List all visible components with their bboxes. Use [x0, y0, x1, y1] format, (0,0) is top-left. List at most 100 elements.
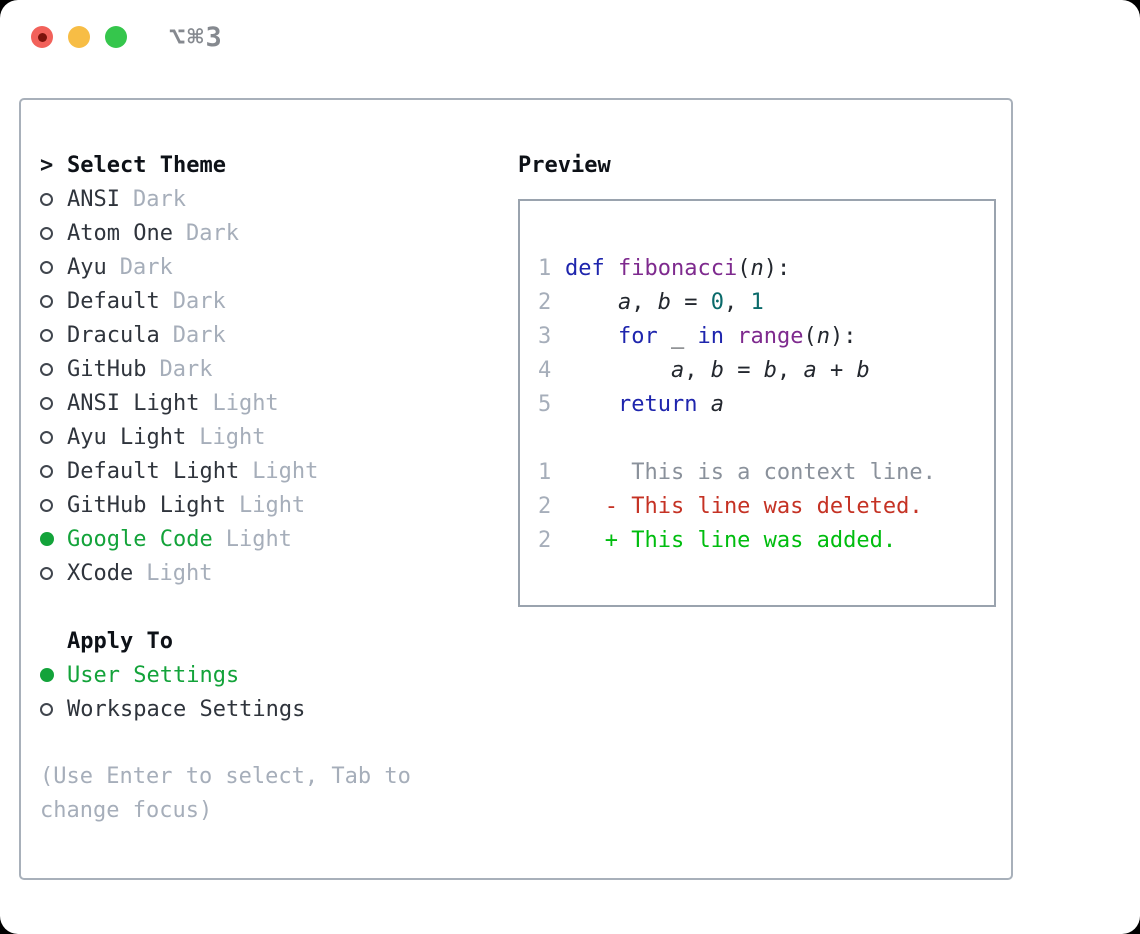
- code-token: (: [803, 323, 817, 349]
- line-number: 4: [538, 357, 552, 383]
- code-token: a: [670, 357, 685, 383]
- diff-preview: 1 This is a context line. 2 - This line w…: [538, 455, 994, 557]
- radio-marker: [40, 566, 67, 580]
- theme-option[interactable]: Ayu Dark: [40, 250, 510, 284]
- code-token: in: [697, 323, 724, 349]
- diff-line-deleted: 2 - This line was deleted.: [538, 489, 994, 523]
- theme-variant-tag: Light: [238, 492, 306, 518]
- radio-marker: [40, 362, 67, 376]
- code-token: [658, 324, 671, 349]
- apply-to-option[interactable]: User Settings: [40, 658, 510, 692]
- theme-variant-tag: Light: [252, 458, 319, 484]
- radio-marker: [40, 430, 67, 444]
- preview-header-row: Preview: [510, 148, 1011, 182]
- line-number: 2: [538, 527, 552, 553]
- theme-name: ANSI: [67, 186, 120, 212]
- theme-name: Atom One: [67, 220, 173, 246]
- radio-selected-icon: [40, 668, 54, 682]
- apply-to-option[interactable]: Workspace Settings: [40, 692, 510, 726]
- radio-marker: [40, 702, 67, 716]
- radio-unselected-icon: [40, 362, 53, 376]
- theme-option[interactable]: Atom One Dark: [40, 216, 510, 250]
- traffic-lights: [0, 26, 127, 48]
- code-token: a: [617, 289, 632, 315]
- maximize-button[interactable]: [105, 26, 127, 48]
- theme-variant-tag: Light: [199, 424, 266, 450]
- theme-name: Ayu: [67, 254, 107, 280]
- theme-variant-tag: Dark: [185, 220, 239, 246]
- line-number: 2: [538, 493, 552, 519]
- diff-text: This is a context line.: [565, 459, 936, 485]
- code-token: (: [737, 255, 751, 281]
- theme-name: ANSI Light: [67, 390, 200, 416]
- theme-name: Dracula: [67, 322, 160, 348]
- diff-line-added: 2 + This line was added.: [538, 523, 994, 557]
- code-token: [565, 392, 618, 417]
- code-token: +: [816, 357, 857, 383]
- code-token: a: [803, 357, 817, 383]
- apply-to-header-row: Apply To: [40, 624, 510, 658]
- code-token: [565, 324, 618, 349]
- radio-unselected-icon: [40, 566, 53, 580]
- spacer: [538, 421, 994, 455]
- code-token: [565, 358, 671, 383]
- code-line: 5 return a: [538, 387, 994, 421]
- radio-unselected-icon: [40, 260, 53, 274]
- code-token: =: [723, 357, 764, 383]
- apply-to-label: Workspace Settings: [67, 696, 306, 722]
- radio-marker: [40, 532, 67, 546]
- code-token: n: [816, 323, 830, 349]
- minimize-button[interactable]: [68, 26, 90, 48]
- theme-variant-tag: Dark: [119, 254, 173, 280]
- close-button-dot-icon: [37, 32, 47, 42]
- theme-option[interactable]: Dracula Dark: [40, 318, 510, 352]
- code-token: ,: [631, 289, 658, 315]
- theme-option[interactable]: Default Light Light: [40, 454, 510, 488]
- theme-variant-tag: Dark: [172, 288, 226, 314]
- preview-title: Preview: [518, 152, 611, 178]
- radio-unselected-icon: [40, 702, 53, 716]
- code-token: 0: [710, 289, 724, 315]
- radio-marker: [40, 328, 67, 342]
- code-token: n: [750, 255, 764, 281]
- theme-variant-tag: Dark: [172, 322, 226, 348]
- line-number: 1: [538, 459, 552, 485]
- select-theme-header-row: > Select Theme: [40, 148, 510, 182]
- radio-marker: [40, 498, 67, 512]
- radio-marker: [40, 464, 67, 478]
- window-title: ⌥⌘3: [169, 21, 224, 53]
- code-token: [724, 324, 737, 349]
- code-token: ):: [829, 323, 857, 349]
- radio-unselected-icon: [40, 328, 53, 342]
- code-token: ):: [763, 255, 791, 281]
- apply-to-label: User Settings: [67, 662, 240, 688]
- close-button[interactable]: [31, 26, 53, 48]
- code-token: _: [670, 323, 685, 349]
- apply-to-header: Apply To: [67, 628, 173, 654]
- theme-name: Default Light: [67, 458, 240, 484]
- code-token: b: [856, 357, 870, 383]
- radio-marker: [40, 668, 67, 682]
- code-token: b: [710, 357, 724, 383]
- radio-unselected-icon: [40, 498, 53, 512]
- code-token: for: [617, 323, 658, 349]
- code-token: 1: [750, 289, 764, 315]
- radio-unselected-icon: [40, 192, 53, 206]
- radio-marker: [40, 396, 67, 410]
- select-theme-header: Select Theme: [67, 152, 226, 178]
